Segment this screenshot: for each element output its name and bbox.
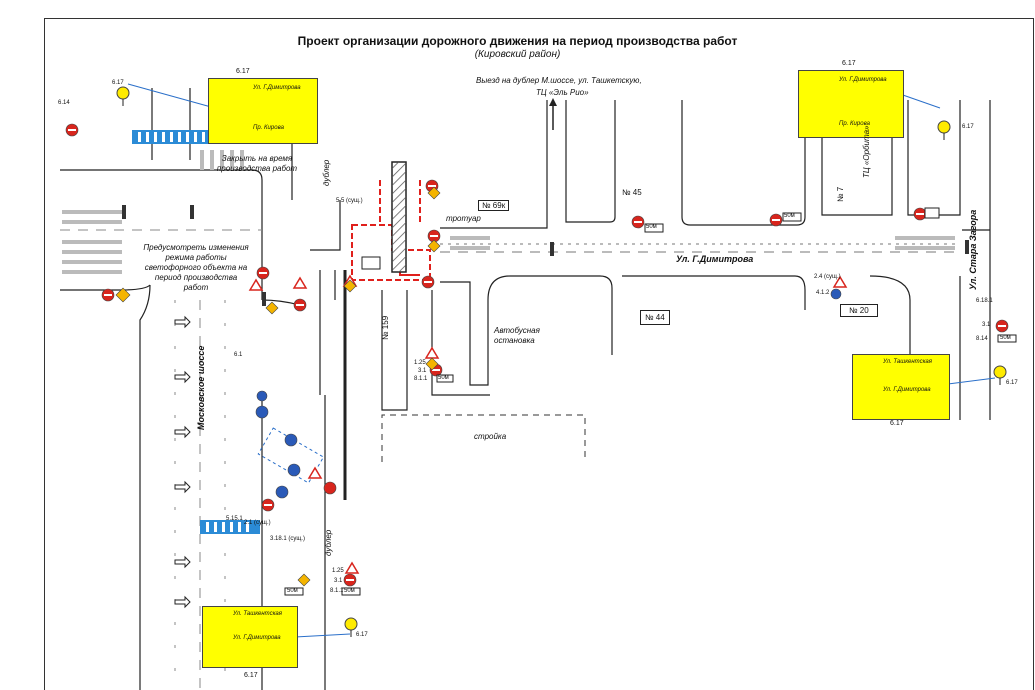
- sign-code: 6.17: [112, 80, 124, 86]
- sign-text: Ул. Г.Димитрова: [233, 635, 281, 641]
- distance-plate: 50м: [1000, 335, 1011, 341]
- label-sidewalk: тротуар: [446, 214, 481, 223]
- street-dubler-top: дублер: [322, 159, 331, 186]
- page-subtitle: (Кировский район): [474, 49, 561, 60]
- sign-code: 8.1.1: [414, 376, 428, 382]
- building-7: № 7: [836, 186, 845, 202]
- exit-note-line1: Выезд на дублер М.шоссе, ул. Ташкетскую,: [476, 76, 642, 85]
- distance-plate: 50м: [287, 588, 298, 594]
- exit-note-line2: ТЦ «Эль Рио»: [536, 88, 589, 97]
- sign-code: 6.17: [890, 420, 904, 427]
- distance-plate: 50м: [344, 588, 355, 594]
- direction-sign-top-right: Ул. Г.Димитрова Пр. Кирова: [798, 70, 904, 138]
- sign-code: 4.1.2: [816, 290, 830, 296]
- distance-plate: 50м: [784, 213, 795, 219]
- diagram-frame: [44, 18, 1034, 690]
- sign-code: 2.4 (сущ.): [814, 274, 841, 280]
- sign-code: 3.18.1 (сущ.): [270, 536, 305, 542]
- building-69k: № 69к: [478, 200, 510, 211]
- direction-sign-bottom-left: Ул. Ташкентская Ул. Г.Димитрова: [202, 606, 298, 668]
- sign-code: 6.18.1: [976, 298, 993, 304]
- sign-code: 6.17: [1006, 380, 1018, 386]
- building-159: № 159: [381, 315, 390, 340]
- sign-code: 1.25: [414, 360, 426, 366]
- street-moskovskoe: Московское шоссе: [196, 345, 206, 430]
- sign-code: 6.1: [234, 352, 243, 358]
- direction-sign-top-left: Ул. Г.Димитрова Пр. Кирова: [208, 78, 318, 144]
- sign-code: 8.14: [976, 336, 988, 342]
- sign-code: 6.17: [236, 68, 250, 75]
- bus-stop: Автобусная остановка: [494, 326, 540, 345]
- street-dubler-bottom: дублер: [324, 529, 333, 556]
- sign-text: Ул. Г.Димитрова: [839, 77, 887, 83]
- sign-text: Ул. Ташкентская: [883, 359, 932, 365]
- sign-code: 3.1: [982, 322, 991, 328]
- sign-text: Ул. Ташкентская: [233, 611, 282, 617]
- building-44: № 44: [640, 310, 670, 325]
- note-close-crosswalk: Закрыть на время производства работ: [216, 154, 298, 173]
- sign-code: 5.15.1: [226, 516, 243, 522]
- distance-plate: 50м: [438, 375, 449, 381]
- building-20: № 20: [840, 304, 878, 317]
- page-title: Проект организации дорожного движения на…: [297, 34, 738, 48]
- building-45: № 45: [622, 188, 642, 197]
- sign-code: 8.1.1: [330, 588, 344, 594]
- sign-code: 6.17: [244, 672, 258, 679]
- sign-code: 5.5 (сущ.): [336, 198, 363, 204]
- sign-code: 6.17: [842, 60, 856, 67]
- sign-text: Ул. Г.Димитрова: [883, 387, 931, 393]
- direction-sign-mid-right: Ул. Ташкентская Ул. Г.Димитрова: [852, 354, 950, 420]
- sign-code: 6.14: [58, 100, 70, 106]
- sign-text: Пр. Кирова: [253, 125, 284, 131]
- street-stara-zagora: Ул. Стара Загора: [968, 209, 978, 290]
- construction-site: стройка: [474, 432, 507, 441]
- sign-code: 2.1 (сущ.): [244, 520, 271, 526]
- sign-code: 3.1: [334, 578, 343, 584]
- sign-text: Пр. Кирова: [839, 121, 870, 127]
- distance-plate: 50м: [646, 224, 657, 230]
- sign-text: Ул. Г.Димитрова: [253, 85, 301, 91]
- tc-orbita: ТЦ «Орбита»: [862, 125, 871, 178]
- street-dimitrova: Ул. Г.Димитрова: [676, 254, 754, 264]
- note-change-signal: Предусмотреть изменения режима работы св…: [143, 243, 249, 292]
- sign-code: 6.17: [962, 124, 974, 130]
- sign-code: 3.1: [418, 368, 427, 374]
- sign-code: 1.25: [332, 568, 344, 574]
- sign-code: 6.17: [356, 632, 368, 638]
